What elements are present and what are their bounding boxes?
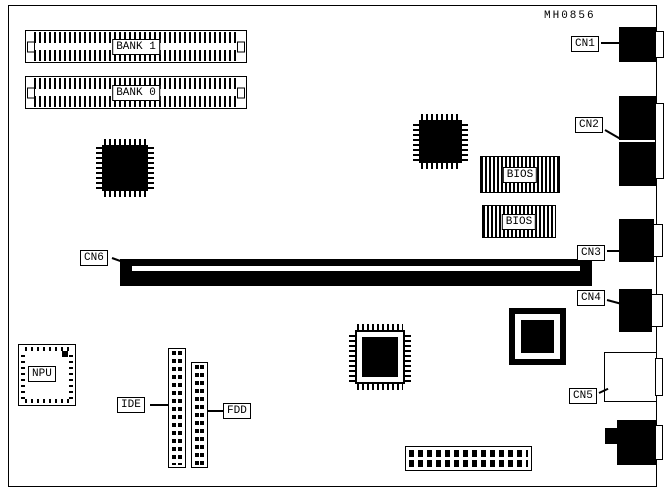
cn2-connector	[619, 96, 656, 186]
bank1-pins-bottom	[34, 50, 238, 61]
qfp2-pins-bottom	[421, 163, 460, 169]
qfp3-pins-top	[357, 324, 403, 330]
cn1-leader-line	[601, 42, 619, 44]
cn6-slot-groove	[132, 266, 580, 271]
cn4-label: CN4	[577, 290, 605, 306]
bios2-label: BIOS	[501, 213, 537, 230]
qfp3-core	[362, 337, 398, 377]
cn5-external-tab	[655, 358, 663, 396]
fdd-label: FDD	[223, 403, 251, 419]
bios1-label: BIOS	[502, 166, 538, 183]
ide-label: IDE	[117, 397, 145, 413]
cn2-label: CN2	[575, 117, 603, 133]
front-panel-pins-top	[409, 450, 528, 457]
cn2-external-tab	[655, 103, 664, 179]
cn1-external-tab	[655, 31, 664, 58]
front-panel-header	[405, 446, 532, 471]
cn4-external-tab	[651, 294, 663, 327]
qfp-chip-lower-center	[349, 324, 411, 390]
bank0-endcap-right	[237, 87, 245, 98]
memory-bank-1-socket: BANK 1	[25, 30, 247, 63]
bottom-right-connector-stub	[605, 428, 617, 444]
npu-pins-bottom	[25, 399, 69, 403]
npu-label: NPU	[28, 366, 56, 382]
ide-leader-line	[150, 404, 168, 406]
plcc-socket	[509, 308, 566, 365]
front-panel-pins-bottom	[409, 460, 528, 467]
qfp1-pins-left	[96, 147, 102, 189]
bios-chip-2: BIOS	[482, 205, 556, 238]
npu-pin1-notch	[62, 351, 68, 357]
fdd-pin-column-1	[195, 365, 199, 465]
npu-pins-top	[25, 347, 69, 351]
cn5-label: CN5	[569, 388, 597, 404]
part-number: MH0856	[544, 10, 596, 22]
cn3-leader-line	[607, 250, 619, 252]
cn5-connector	[604, 352, 657, 402]
ide-pin-column-1	[172, 351, 176, 465]
bios-chip-1: BIOS	[480, 156, 560, 193]
npu-pins-left	[21, 351, 25, 399]
npu-socket: NPU	[18, 344, 76, 406]
ide-pin-column-2	[178, 351, 182, 465]
qfp-chip-upper-left	[96, 139, 154, 197]
ide-header	[168, 348, 186, 468]
qfp3-pins-bottom	[357, 384, 403, 390]
qfp1-pins-bottom	[104, 191, 146, 197]
qfp3-pins-left	[349, 332, 355, 382]
bank0-pins-top	[34, 78, 238, 89]
cn1-connector	[619, 27, 656, 62]
plcc-chip	[521, 320, 554, 353]
qfp-chip-upper-center	[413, 114, 468, 169]
qfp2-pins-right	[462, 122, 468, 161]
bank1-label: BANK 1	[112, 38, 160, 55]
qfp3-pins-right	[405, 332, 411, 382]
npu-pins-right	[69, 351, 73, 399]
fdd-leader-line	[207, 410, 224, 412]
cn2-divider	[619, 140, 656, 142]
qfp2-pins-left	[413, 122, 419, 161]
cn3-label: CN3	[577, 245, 605, 261]
qfp1-pins-right	[148, 147, 154, 189]
cn3-connector	[619, 219, 654, 262]
bank0-pins-bottom	[34, 96, 238, 107]
cn1-label: CN1	[571, 36, 599, 52]
bottom-right-connector	[617, 420, 657, 465]
bank0-endcap-left	[27, 87, 35, 98]
qfp2-pins-top	[421, 114, 460, 120]
qfp1-pins-top	[104, 139, 146, 145]
cn3-external-tab	[653, 224, 663, 257]
bank1-pins-top	[34, 32, 238, 43]
bank1-endcap-left	[27, 41, 35, 52]
cn4-connector	[619, 289, 652, 332]
fdd-header	[191, 362, 208, 468]
cn6-slot	[120, 259, 592, 286]
bank1-endcap-right	[237, 41, 245, 52]
cn6-label: CN6	[80, 250, 108, 266]
memory-bank-0-socket: BANK 0	[25, 76, 247, 109]
qfp1-body	[102, 145, 148, 191]
qfp2-body	[419, 120, 462, 163]
fdd-pin-column-2	[200, 365, 204, 465]
bottom-right-external-tab	[655, 425, 663, 460]
bank0-label: BANK 0	[112, 84, 160, 101]
